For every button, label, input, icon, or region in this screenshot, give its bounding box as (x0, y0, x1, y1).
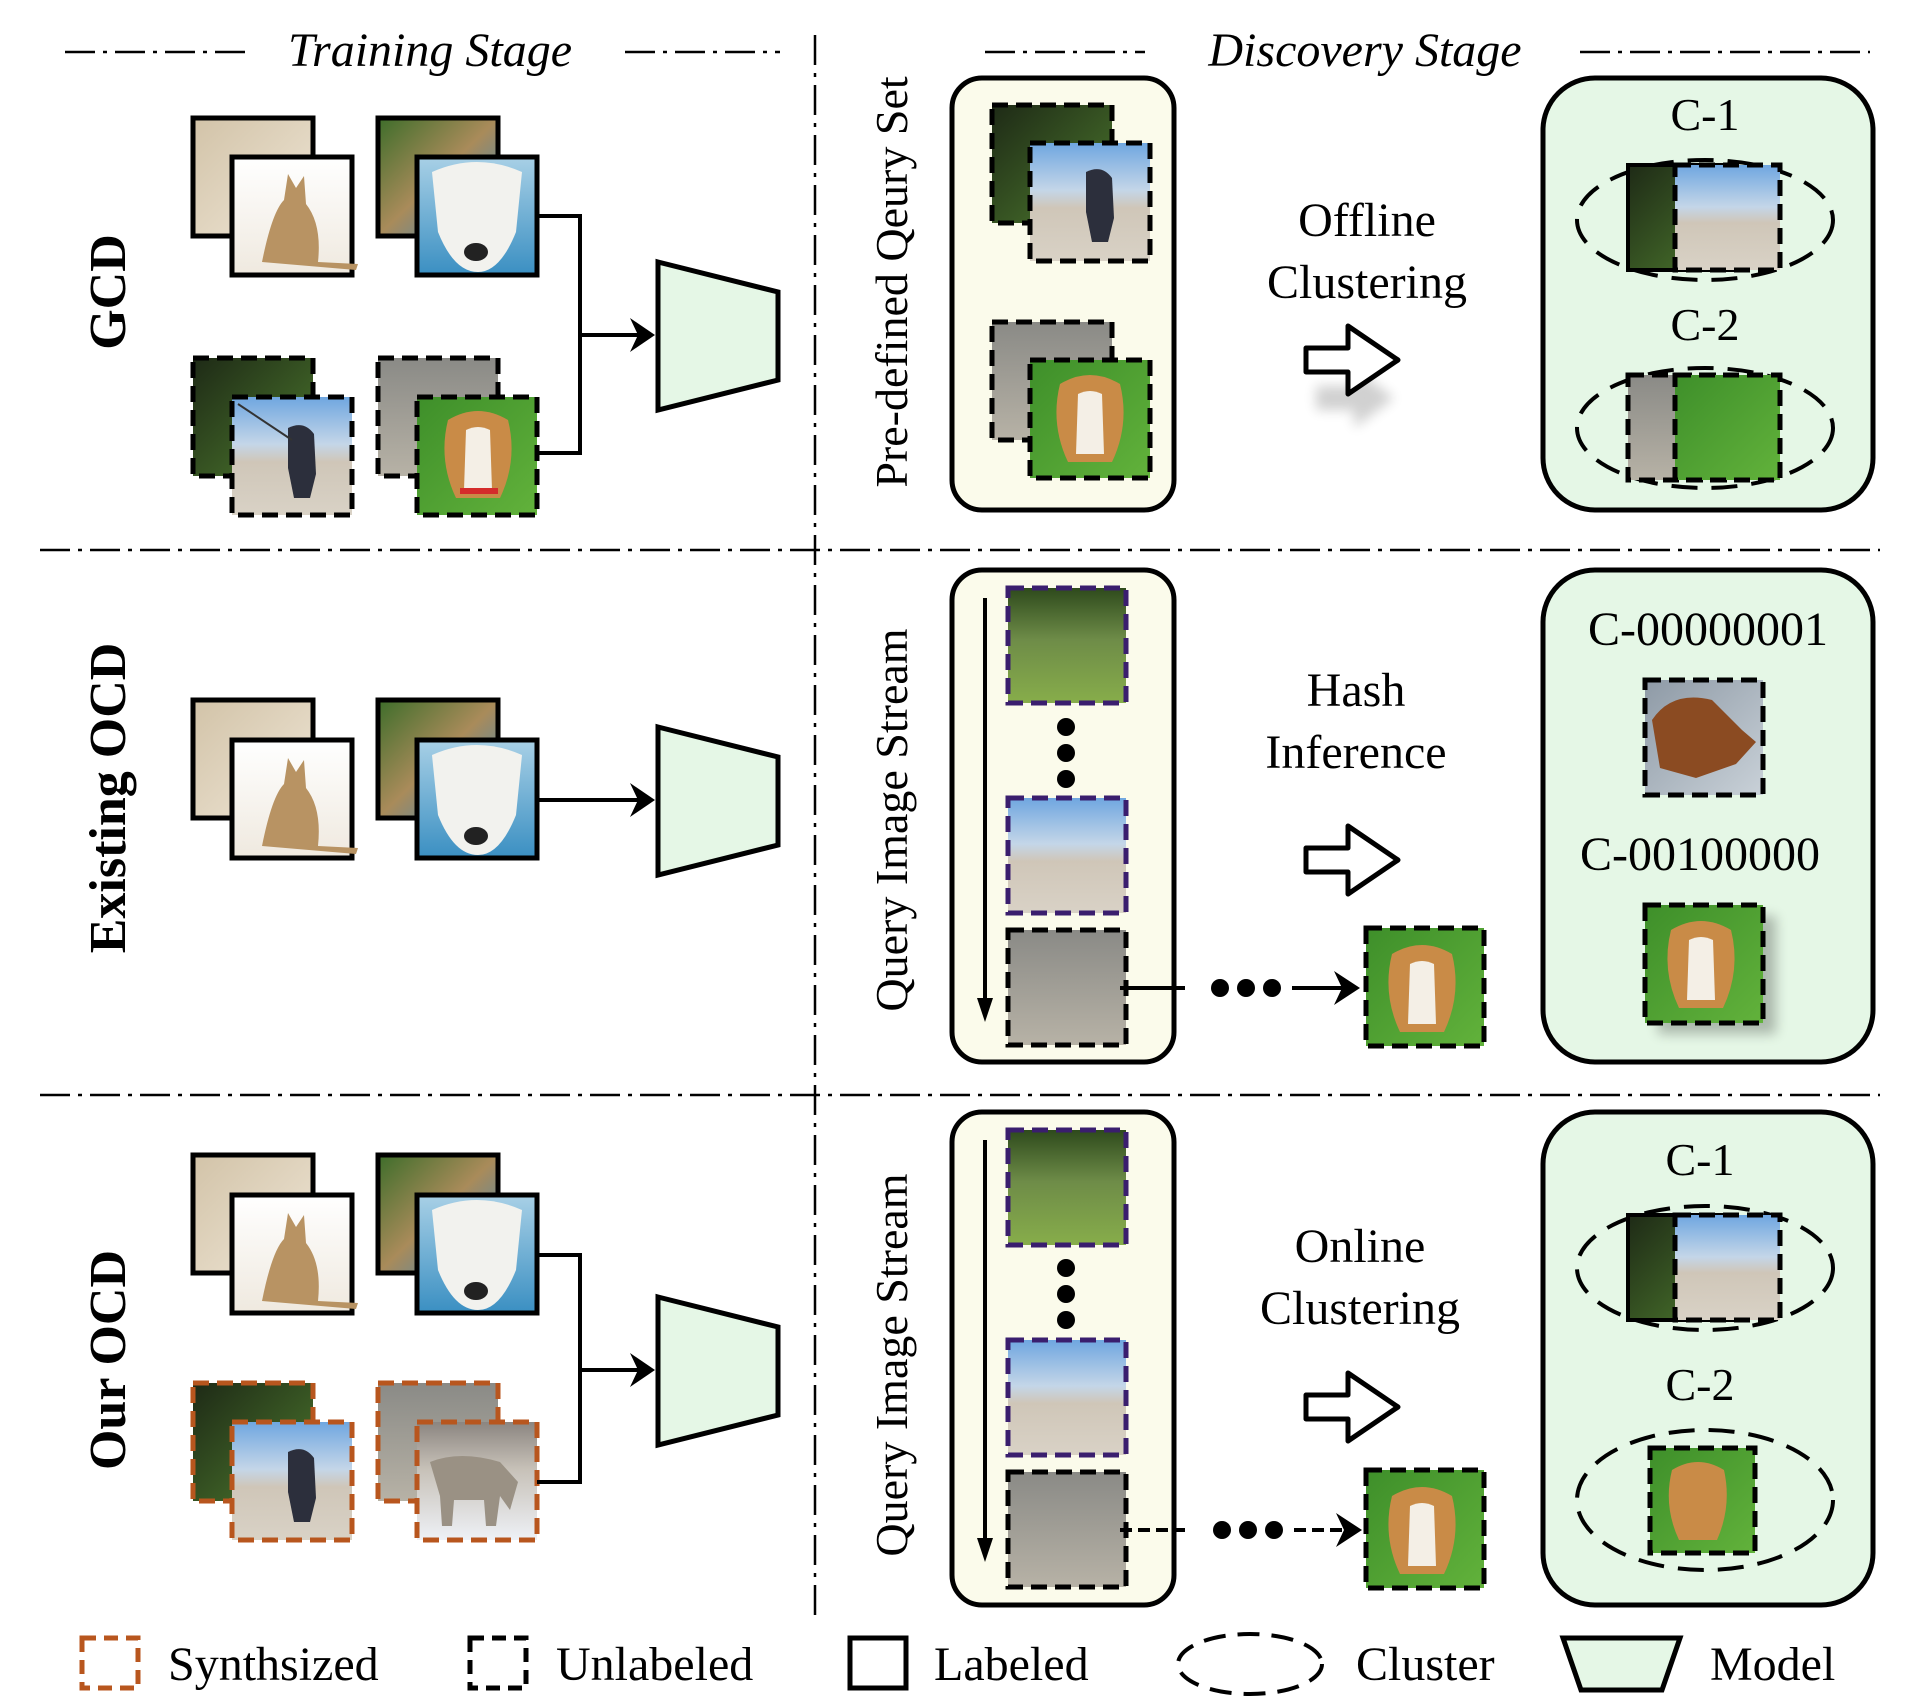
gcd-cluster-label-2: C-2 (1671, 299, 1740, 350)
gcd-query-image-1 (989, 102, 1153, 264)
stream-ellipsis (1057, 718, 1075, 736)
existing-process-line-1: Hash (1307, 664, 1406, 717)
legend-unlabeled-label: Unlabeled (556, 1638, 753, 1691)
gcd-model-icon (655, 258, 781, 414)
our-process-arrow (1303, 1370, 1401, 1444)
our-cluster-2 (1575, 1428, 1835, 1572)
cat-photo (262, 174, 358, 270)
existing-cluster-panel (1540, 567, 1876, 1065)
dog-face-photo (1652, 697, 1756, 778)
gcd-process-line-2: Clustering (1267, 256, 1467, 309)
our-stream-output (1120, 1513, 1362, 1547)
our-process-line-1: Online (1295, 1220, 1426, 1273)
gcd-unlabeled-pair-hound (190, 355, 355, 518)
our-model-icon (655, 1293, 781, 1449)
gcd-unlabeled-pair-beagle (375, 355, 540, 518)
legend-labeled-label: Labeled (934, 1638, 1089, 1691)
existing-stream-image-3 (1005, 927, 1129, 1048)
our-stream-image-3 (1005, 1469, 1129, 1590)
our-cluster-panel (1540, 1109, 1876, 1608)
gcd-cluster-1 (1575, 158, 1835, 282)
existing-query-label: Query Image Stream (866, 628, 917, 1011)
gcd-process-line-1: Offline (1298, 194, 1436, 247)
legend-labeled-swatch (847, 1635, 909, 1691)
our-feed-connector (537, 1253, 655, 1484)
row-label-existing-ocd: Existing OCD (80, 643, 137, 954)
row-label-our-ocd: Our OCD (80, 1250, 137, 1470)
our-process-line-2: Clustering (1260, 1282, 1460, 1335)
our-labeled-pair-cat (190, 1152, 358, 1316)
legend-model-label: Model (1710, 1638, 1835, 1691)
gcd-process-arrow (1303, 323, 1401, 428)
our-labeled-pair-white-dog (375, 1152, 540, 1316)
legend-synthesized-label: Synthsized (168, 1638, 379, 1691)
our-cluster-1 (1575, 1204, 1835, 1332)
discovery-stage-header: Discovery Stage (985, 24, 1870, 77)
our-stream-image-2 (1005, 1337, 1129, 1458)
legend-unlabeled-swatch (467, 1635, 529, 1691)
our-synthesized-pair-hound (190, 1380, 355, 1543)
white-dog-photo (432, 162, 522, 272)
our-cluster-label-2: C-2 (1666, 1359, 1735, 1410)
hound-on-leash-photo (288, 425, 316, 498)
existing-stream-image-2 (1005, 795, 1129, 916)
gcd-labeled-pair-white-dog (375, 115, 540, 278)
existing-stream-timeline (977, 598, 993, 1022)
existing-hash-code-1: C-00000001 (1588, 603, 1828, 656)
our-cluster-label-1: C-1 (1666, 1134, 1735, 1185)
legend-synthesized-swatch (79, 1635, 141, 1691)
gcd-query-image-2 (989, 319, 1153, 481)
legend: Synthsized Unlabeled Labeled Cluster Mod… (79, 1632, 1835, 1696)
existing-labeled-pair-cat (190, 697, 358, 861)
our-stream-image-1 (1005, 1127, 1129, 1248)
gcd-cluster-2 (1575, 366, 1835, 490)
legend-cluster-label: Cluster (1356, 1638, 1495, 1691)
training-stage-header: Training Stage (65, 24, 780, 77)
discovery-stage-title: Discovery Stage (1207, 24, 1521, 77)
existing-labeled-pair-white-dog (375, 697, 540, 861)
gcd-cluster-label-1: C-1 (1671, 89, 1740, 140)
dog-in-snow-photo (430, 1456, 518, 1526)
our-query-label: Query Image Stream (866, 1173, 917, 1556)
existing-process-line-2: Inference (1265, 726, 1446, 779)
existing-hash-code-2: C-00100000 (1580, 828, 1820, 881)
gcd-labeled-pair-cat (190, 115, 358, 278)
training-stage-title: Training Stage (288, 24, 572, 77)
our-synthesized-pair-snow-dog (375, 1380, 540, 1543)
gcd-feed-connector (537, 214, 655, 455)
existing-feed-arrow (537, 783, 655, 817)
existing-stream-output (1120, 971, 1360, 1005)
row-label-gcd: GCD (80, 234, 137, 350)
existing-stream-image-1 (1005, 585, 1129, 706)
existing-model-icon (655, 723, 781, 879)
existing-process-arrow (1303, 823, 1401, 897)
our-stream-timeline (977, 1140, 993, 1562)
gcd-query-label: Pre-defined Qeury Set (866, 76, 917, 488)
legend-model-swatch (1559, 1635, 1684, 1693)
legend-cluster-swatch (1176, 1632, 1324, 1696)
